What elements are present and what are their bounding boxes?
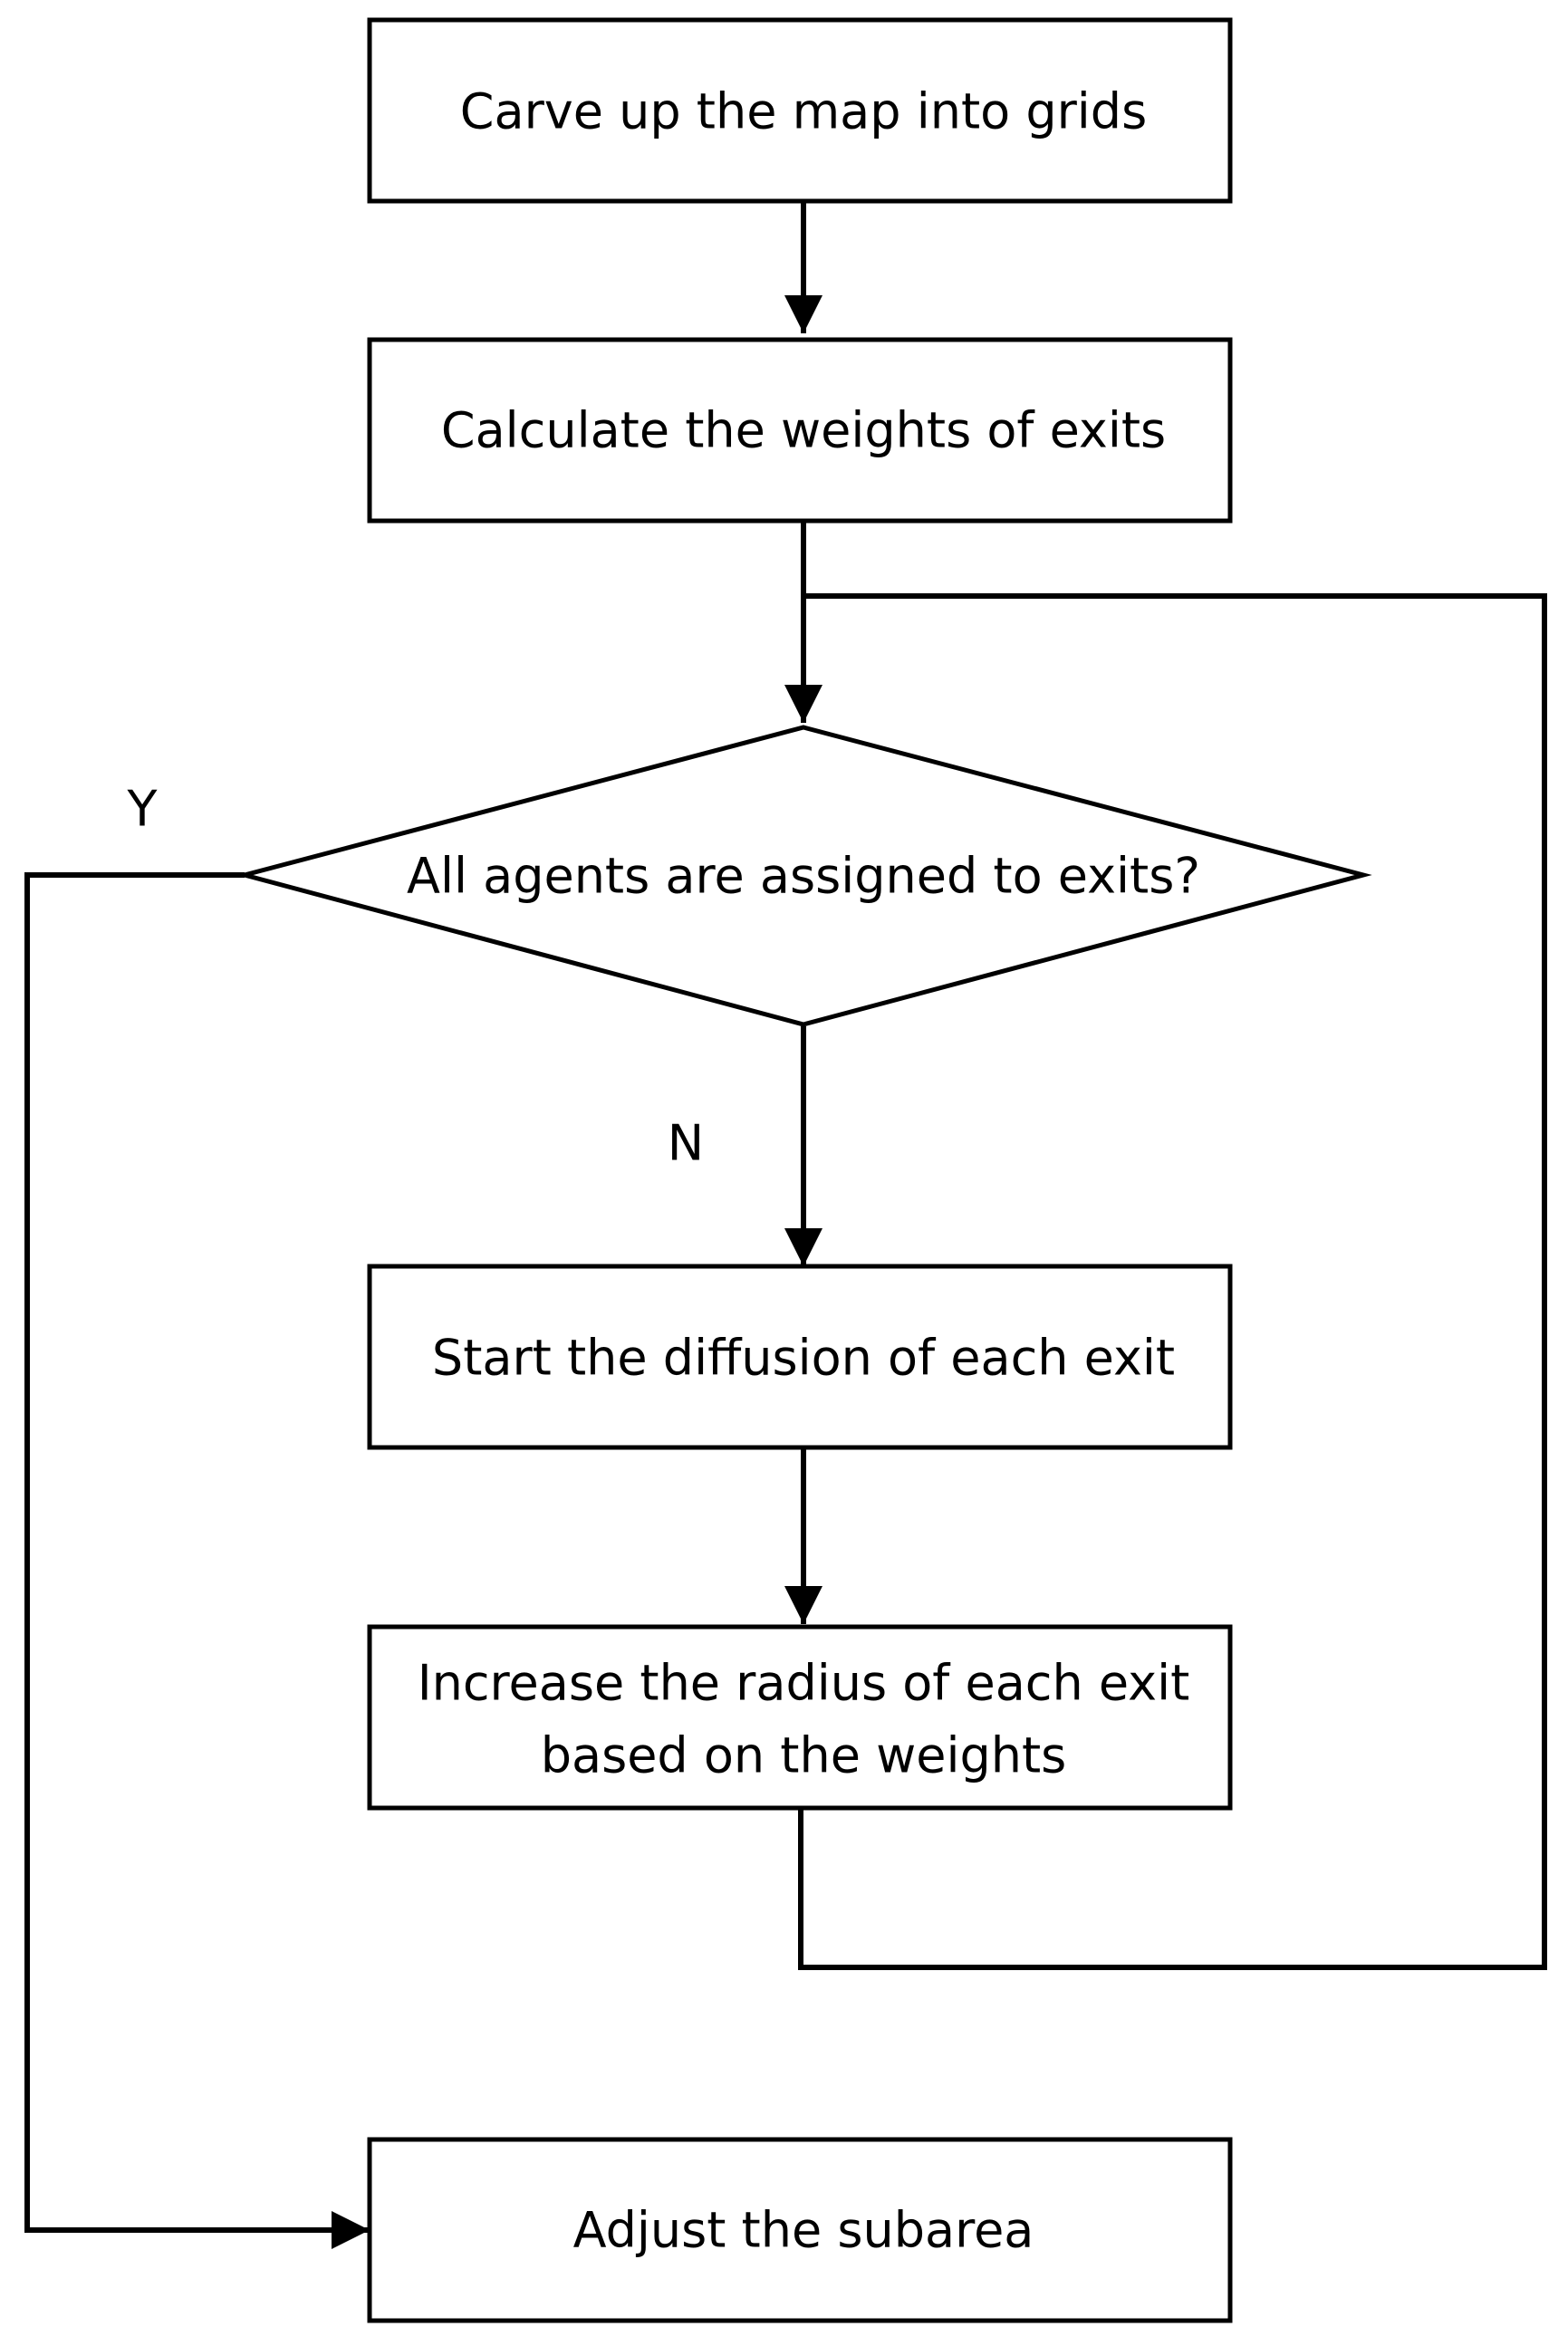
node-carve-label: Carve up the map into grids bbox=[460, 83, 1147, 140]
node-weights-box bbox=[367, 337, 1233, 524]
node-diffusion-box bbox=[367, 1264, 1233, 1450]
node-weights: Calculate the weights of exits bbox=[367, 337, 1233, 524]
node-adjust-box bbox=[367, 2137, 1233, 2323]
node-decision: All agents are assigned to exits? bbox=[236, 725, 1372, 1027]
node-adjust-label: Adjust the subarea bbox=[573, 2202, 1034, 2259]
node-decision-label: All agents are assigned to exits? bbox=[407, 848, 1200, 905]
edges bbox=[24, 201, 1547, 2249]
node-radius: Increase the radius of each exit based o… bbox=[367, 1624, 1233, 1811]
node-adjust: Adjust the subarea bbox=[367, 2137, 1233, 2323]
node-decision-diamond bbox=[236, 725, 1372, 1027]
node-diffusion-label: Start the diffusion of each exit bbox=[432, 1330, 1175, 1387]
node-carve-box bbox=[367, 17, 1233, 204]
edge-radius-loop-to-decision bbox=[798, 593, 1547, 1970]
node-weights-label: Calculate the weights of exits bbox=[441, 402, 1166, 459]
node-radius-box bbox=[367, 1624, 1233, 1811]
node-radius-label-line-1: Increase the radius of each exit bbox=[418, 1655, 1190, 1712]
edge-label-y: Y bbox=[127, 781, 159, 838]
node-diffusion: Start the diffusion of each exit bbox=[367, 1264, 1233, 1450]
edge-label-n: N bbox=[668, 1115, 704, 1172]
node-radius-label-line-2: based on the weights bbox=[541, 1727, 1067, 1784]
node-carve: Carve up the map into grids bbox=[367, 17, 1233, 204]
edge-decision-to-adjust bbox=[24, 872, 370, 2249]
